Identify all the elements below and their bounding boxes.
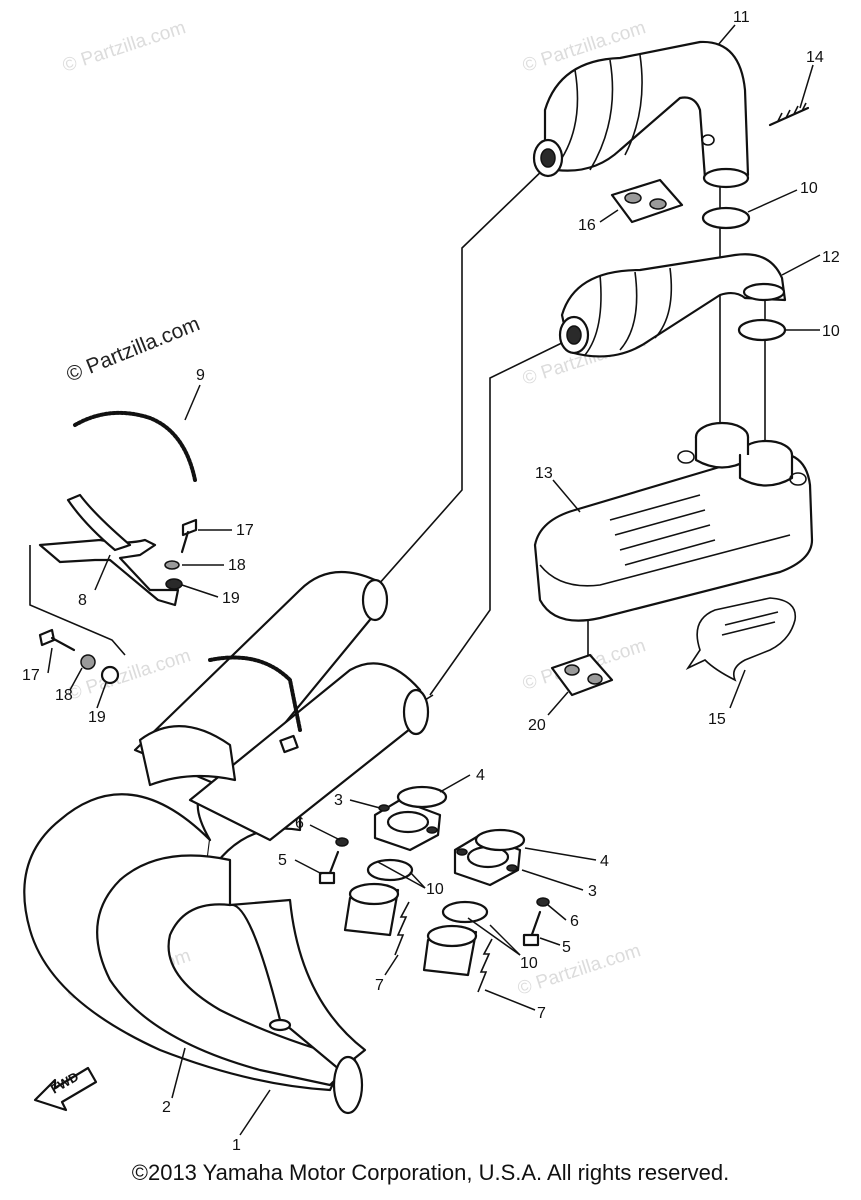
watermark: © Partzilla.com — [65, 645, 193, 705]
bolt-set-upper — [164, 518, 198, 590]
callout-16: 16 — [578, 217, 596, 234]
callout-4: 4 — [476, 767, 485, 784]
callout-10: 10 — [426, 881, 444, 898]
part-6-washer-right — [536, 897, 550, 907]
callout-17: 17 — [22, 667, 40, 684]
part-4-gasket-lower — [474, 828, 526, 852]
callout-10: 10 — [800, 180, 818, 197]
pipe-end-right — [422, 924, 478, 977]
part-15-band — [685, 597, 797, 682]
watermark: © Partzilla.com — [60, 17, 188, 77]
callout-11: 11 — [733, 9, 750, 26]
part-3-flange-upper — [373, 798, 442, 852]
pipe-end-left — [343, 882, 400, 937]
callout-5: 5 — [278, 852, 287, 869]
callout-1: 1 — [232, 1137, 241, 1154]
part-16-damper — [610, 178, 684, 224]
callout-7: 7 — [537, 1005, 546, 1022]
callout-13: 13 — [535, 465, 553, 482]
callout-18: 18 — [228, 557, 246, 574]
callout-5: 5 — [562, 939, 571, 956]
callout-19: 19 — [88, 709, 106, 726]
part-20-damper — [550, 653, 614, 697]
part-14-stud — [768, 102, 810, 127]
part-11-upper-silencer — [532, 40, 750, 189]
part-1-2-exhaust-pipes — [23, 778, 367, 1115]
callout-9: 9 — [196, 367, 205, 384]
callout-15: 15 — [708, 711, 726, 728]
callout-19: 19 — [222, 590, 240, 607]
callout-4: 4 — [600, 853, 609, 870]
callout-17: 17 — [236, 522, 254, 539]
part-12-lower-silencer — [558, 253, 787, 358]
callout-numbers: 11 14 10 16 12 10 13 9 8 17 18 19 17 18 … — [22, 9, 840, 1154]
callout-2: 2 — [162, 1099, 171, 1116]
leader-lines — [47, 24, 821, 1136]
part-9-strap — [73, 410, 197, 482]
callout-6: 6 — [570, 913, 579, 930]
part-10-gasket — [701, 206, 751, 230]
callout-14: 14 — [806, 49, 824, 66]
collector-pipes — [133, 570, 430, 842]
part-7-spring — [394, 901, 410, 956]
callout-12: 12 — [822, 249, 840, 266]
part-10-gasket — [737, 318, 787, 342]
part-5-bolt-right — [522, 910, 542, 947]
callout-20: 20 — [528, 717, 546, 734]
callout-10: 10 — [822, 323, 840, 340]
part-5-bolt-left — [318, 850, 340, 885]
fwd-arrow-icon: FWD — [33, 1066, 98, 1112]
callout-7: 7 — [375, 977, 384, 994]
callout-6: 6 — [295, 815, 304, 832]
part-4-gasket-upper — [396, 785, 448, 809]
callout-3: 3 — [588, 883, 597, 900]
part-13-muffler — [533, 421, 814, 622]
callout-10: 10 — [520, 955, 538, 972]
callout-3: 3 — [334, 792, 343, 809]
watermark-prominent: © Partzilla.com — [63, 312, 203, 386]
copyright-footer: ©2013 Yamaha Motor Corporation, U.S.A. A… — [131, 1160, 730, 1185]
callout-18: 18 — [55, 687, 73, 704]
part-10-joint-lower — [441, 900, 489, 924]
part-7-spring — [477, 938, 493, 993]
callout-8: 8 — [78, 592, 87, 609]
bolt-set-lower — [38, 628, 120, 685]
part-8-bracket — [38, 493, 180, 607]
